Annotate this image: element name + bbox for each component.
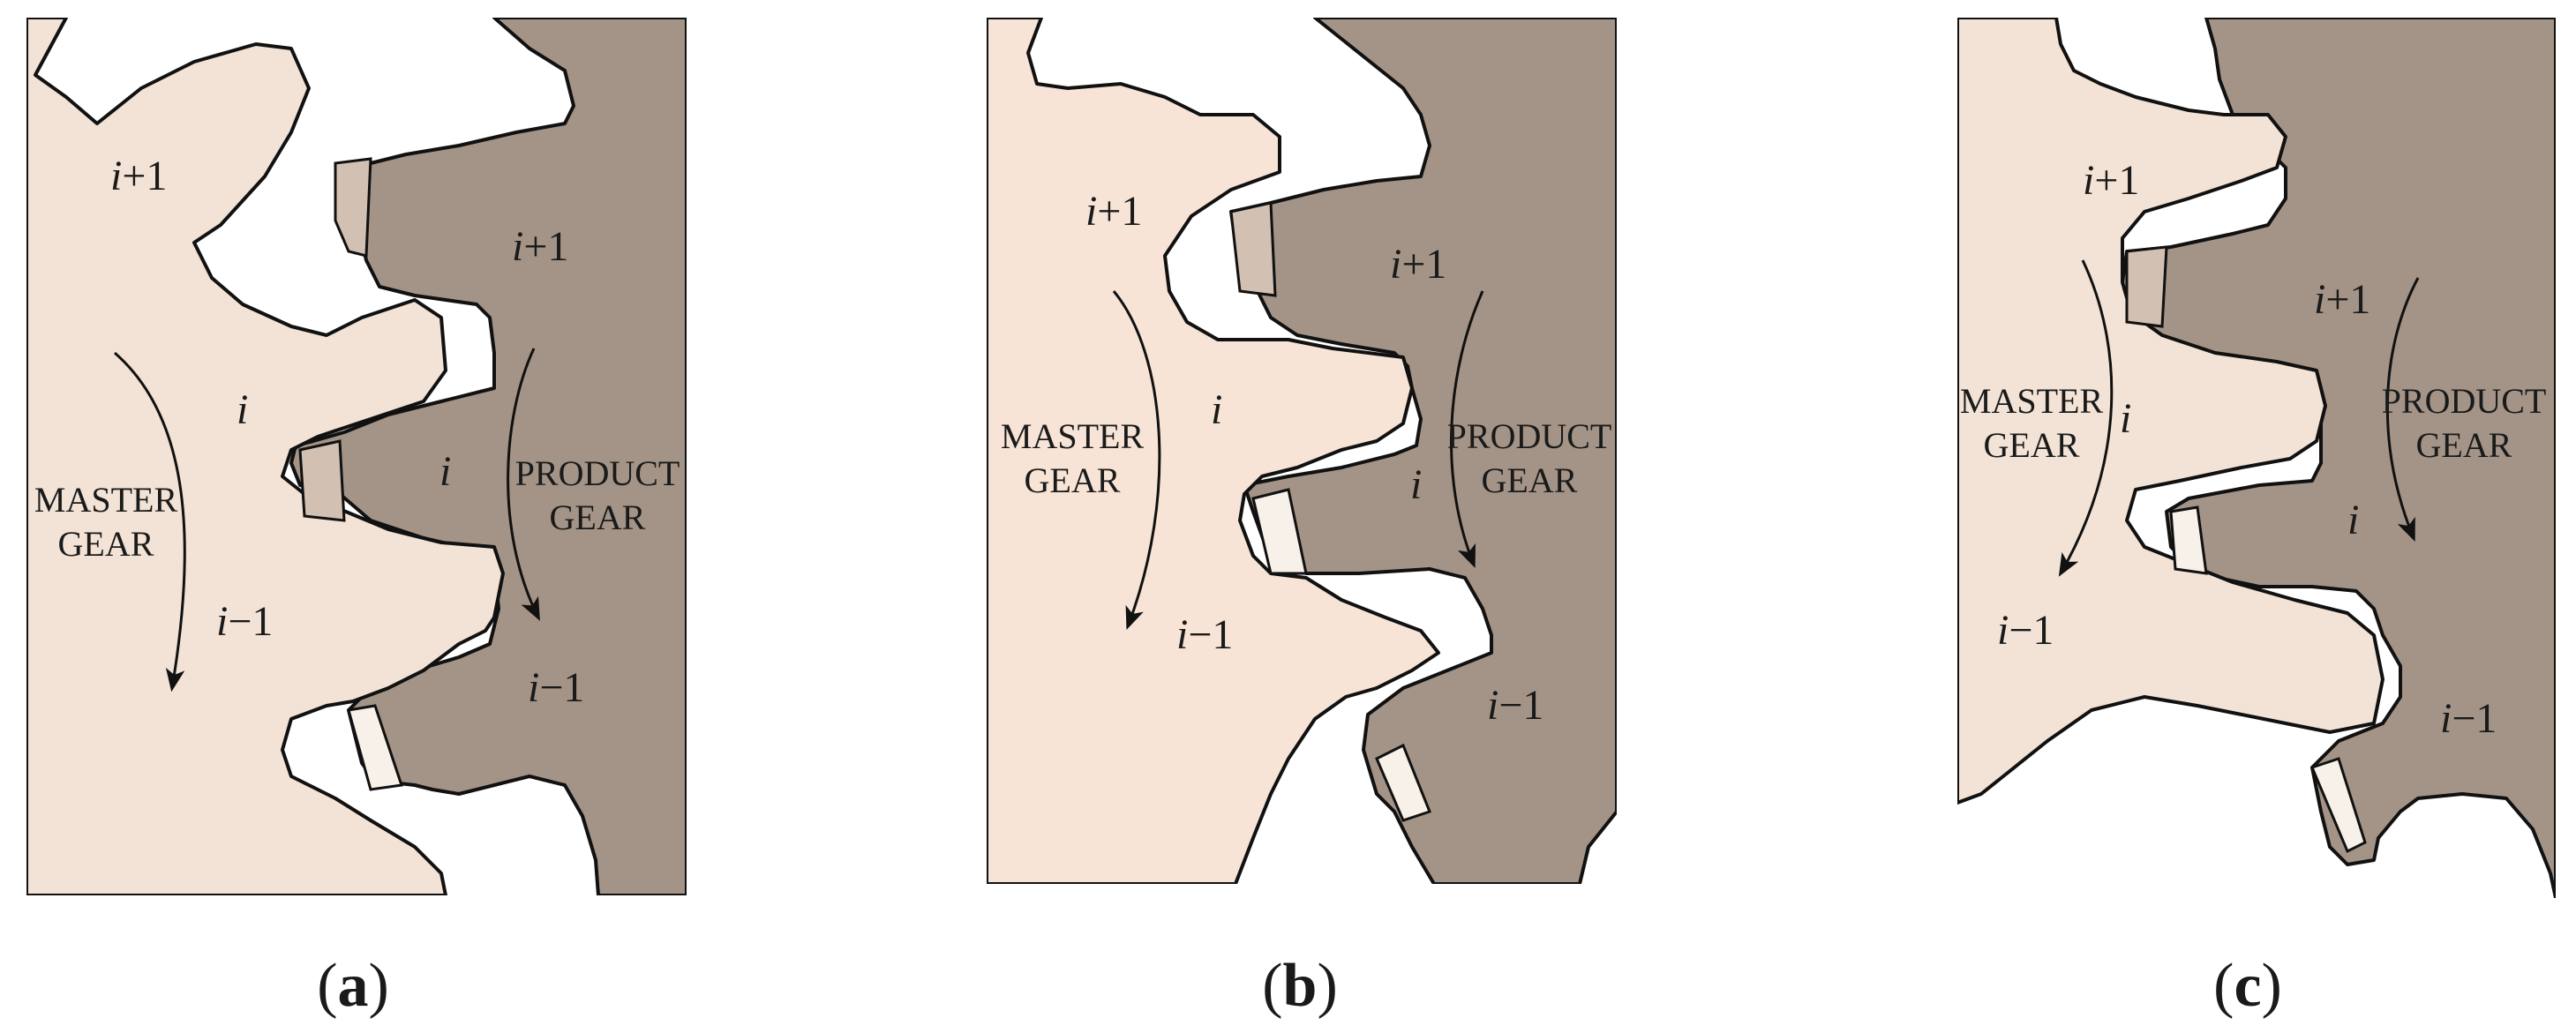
- panel-c-contact-patch-middle: [2169, 505, 2208, 575]
- panel-b-product-tooth-prev: i−1: [1487, 682, 1543, 729]
- panel-a-master-label-line2: GEAR: [58, 524, 154, 564]
- panel-b-master-rotation-arrow: [1112, 290, 1161, 631]
- panel-a-master-gear: [26, 18, 505, 895]
- panel-b-master-label-line2: GEAR: [1025, 460, 1121, 500]
- panel-c-product-rotation-arrow: [2385, 277, 2420, 543]
- panel-a-product-tooth-next: i+1: [512, 223, 568, 270]
- panel-a-product-tooth-current: i: [439, 448, 451, 495]
- panel-c-product-label-line1: PRODUCT: [2382, 381, 2547, 421]
- panel-a-contact-patch-upper: [334, 157, 372, 258]
- panel-c-master-rotation-arrow: [2058, 259, 2114, 577]
- panel-c-master-gear: [1957, 18, 2384, 805]
- panel-a-contact-patch-lower: [347, 704, 403, 791]
- panel-b-master-tooth-next: i+1: [1085, 188, 1142, 235]
- panel-a-product-tooth-prev: i−1: [528, 664, 584, 711]
- panel-c-product-tooth-prev: i−1: [2440, 695, 2497, 742]
- panel-c: i+1 i i−1 i+1 i i−1 MASTER GEAR PRODUCT …: [1957, 18, 2556, 1020]
- panel-a-master-tooth-current: i: [237, 386, 248, 433]
- panel-a-product-label-line2: GEAR: [550, 498, 646, 537]
- panel-c-master-tooth-next: i+1: [2083, 157, 2139, 204]
- panel-b-product-tooth-next: i+1: [1390, 241, 1446, 288]
- panel-b-contact-patch-lower: [1375, 743, 1431, 822]
- panel-a-product-rotation-arrow: [507, 348, 540, 621]
- panel-b-contact-patch-upper: [1229, 201, 1277, 297]
- panel-a-caption: (a): [317, 952, 389, 1020]
- panel-c-product-tooth-next: i+1: [2314, 276, 2370, 323]
- panel-b-product-rotation-arrow: [1450, 290, 1484, 569]
- panel-c-caption: (c): [2213, 952, 2282, 1020]
- panel-a-product-label-line1: PRODUCT: [515, 453, 680, 493]
- panel-a-master-label-line1: MASTER: [34, 480, 178, 520]
- panel-c-master-label-line2: GEAR: [1984, 425, 2080, 465]
- panel-c-master-tooth-prev: i−1: [1997, 607, 2054, 654]
- panel-b-product-label-line2: GEAR: [1482, 460, 1578, 500]
- panel-a-master-tooth-prev: i−1: [216, 598, 273, 645]
- panel-a: i+1 i i−1 i+1 i i−1 MASTER GEAR PRODUCT …: [26, 18, 687, 1020]
- panel-b-master-gear: [987, 18, 1440, 884]
- panel-b: i+1 i i−1 i+1 i i−1 MASTER GEAR PRODUCT …: [987, 18, 1617, 1020]
- panel-a-master-rotation-arrow: [114, 351, 186, 692]
- panel-a-master-tooth-next: i+1: [110, 153, 167, 199]
- panel-c-product-tooth-current: i: [2347, 497, 2359, 543]
- panel-c-contact-patch-lower: [2309, 757, 2367, 854]
- panel-c-master-label-line1: MASTER: [1960, 381, 2104, 421]
- panel-b-master-label-line1: MASTER: [1001, 416, 1145, 456]
- panel-b-caption: (b): [1262, 952, 1338, 1020]
- panel-c-contact-patch-upper: [2125, 245, 2168, 328]
- panel-c-product-label-line2: GEAR: [2416, 425, 2512, 465]
- panel-b-product-label-line1: PRODUCT: [1447, 416, 1612, 456]
- panel-b-master-tooth-current: i: [1211, 386, 1222, 433]
- panel-b-product-tooth-current: i: [1410, 461, 1422, 508]
- panel-b-master-tooth-prev: i−1: [1176, 611, 1233, 658]
- panel-a-contact-patch-middle: [298, 439, 346, 522]
- panel-c-master-tooth-current: i: [2120, 395, 2131, 442]
- panel-b-contact-patch-middle: [1251, 488, 1308, 575]
